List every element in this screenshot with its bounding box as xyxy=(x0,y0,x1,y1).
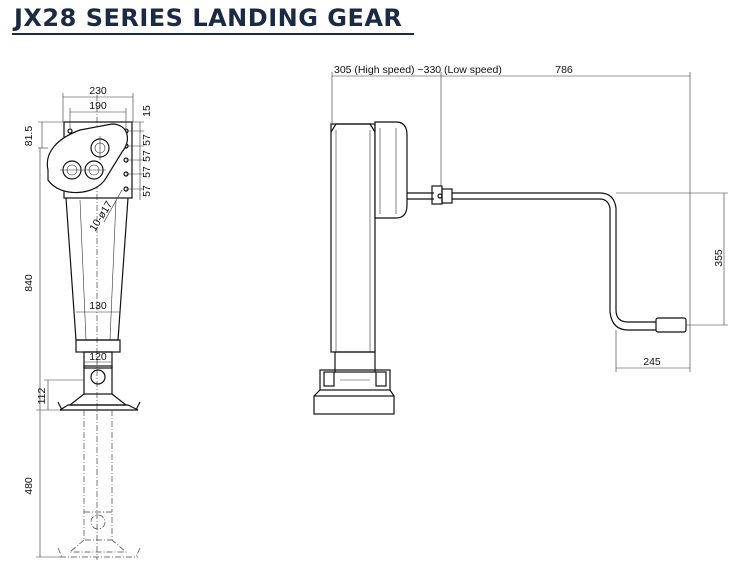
front-view: 230 190 15 57 57 57 57 81.5 10-ø17 840 1… xyxy=(23,85,153,560)
side-view: 305 (High speed) ~330 (Low speed) 786 35… xyxy=(313,64,728,415)
dim-57-b: 57 xyxy=(141,150,153,162)
dim-130: 130 xyxy=(89,300,107,312)
foot-extended xyxy=(57,511,141,558)
dim-230: 230 xyxy=(89,85,107,97)
dim-245: 245 xyxy=(643,356,661,368)
dim-15: 15 xyxy=(141,105,153,117)
dim-81-5: 81.5 xyxy=(23,126,35,147)
gearbox-housing xyxy=(46,123,129,194)
page-title: JX28 SERIES LANDING GEAR xyxy=(14,4,403,32)
dim-57-d: 57 xyxy=(141,185,153,197)
dim-112: 112 xyxy=(36,387,48,404)
speed-note: 305 (High speed) ~330 (Low speed) xyxy=(334,64,502,76)
dim-355: 355 xyxy=(713,249,725,267)
dim-840: 840 xyxy=(23,274,35,292)
dim-786: 786 xyxy=(555,64,573,76)
hole-note: 10-ø17 xyxy=(87,199,115,234)
foot-upper xyxy=(57,365,141,411)
dim-57-c: 57 xyxy=(141,166,153,178)
title-underline xyxy=(12,33,414,35)
side-foot xyxy=(313,369,395,415)
dim-120: 120 xyxy=(89,351,107,363)
dim-190: 190 xyxy=(89,100,107,112)
crank-handle xyxy=(452,192,656,323)
dim-480: 480 xyxy=(23,477,35,495)
side-gearbox xyxy=(374,121,408,219)
dim-57-a: 57 xyxy=(141,134,153,146)
